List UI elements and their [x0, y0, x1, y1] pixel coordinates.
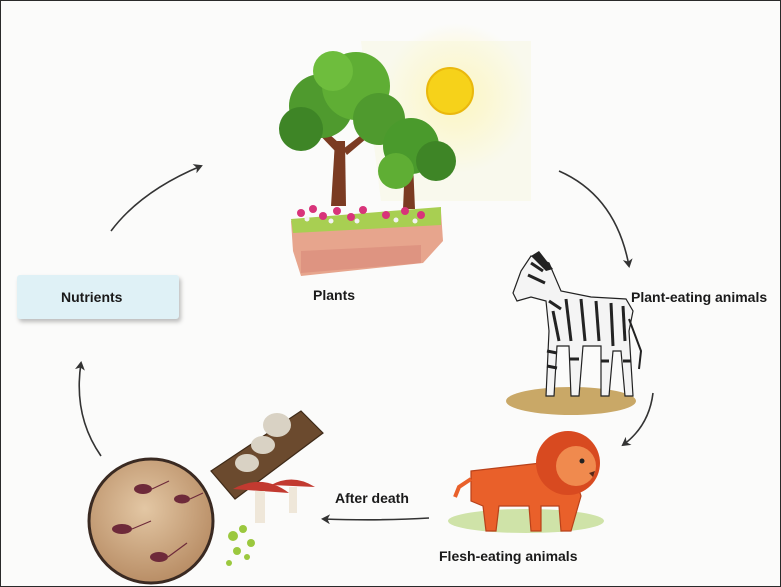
- arrow-decomposers-to-nutrients: [79, 363, 101, 456]
- nutrients-box: Nutrients: [17, 275, 179, 319]
- nutrients-label: Nutrients: [61, 289, 122, 305]
- arrow-nutrients-to-plants: [111, 166, 201, 231]
- arrow-plants-to-zebra: [559, 171, 629, 266]
- plants-label: Plants: [313, 287, 355, 303]
- zebra-icon: [506, 251, 641, 415]
- plant-eating-animals-label: Plant-eating animals: [631, 289, 767, 305]
- after-death-label: After death: [335, 490, 409, 506]
- bacteria-circle-icon: [89, 459, 213, 583]
- flesh-eating-animals-label: Flesh-eating animals: [439, 548, 577, 564]
- arrow-lion-to-decomposers: [323, 518, 429, 520]
- mushroom-log-icon: [211, 411, 323, 566]
- lion-icon: [448, 431, 604, 533]
